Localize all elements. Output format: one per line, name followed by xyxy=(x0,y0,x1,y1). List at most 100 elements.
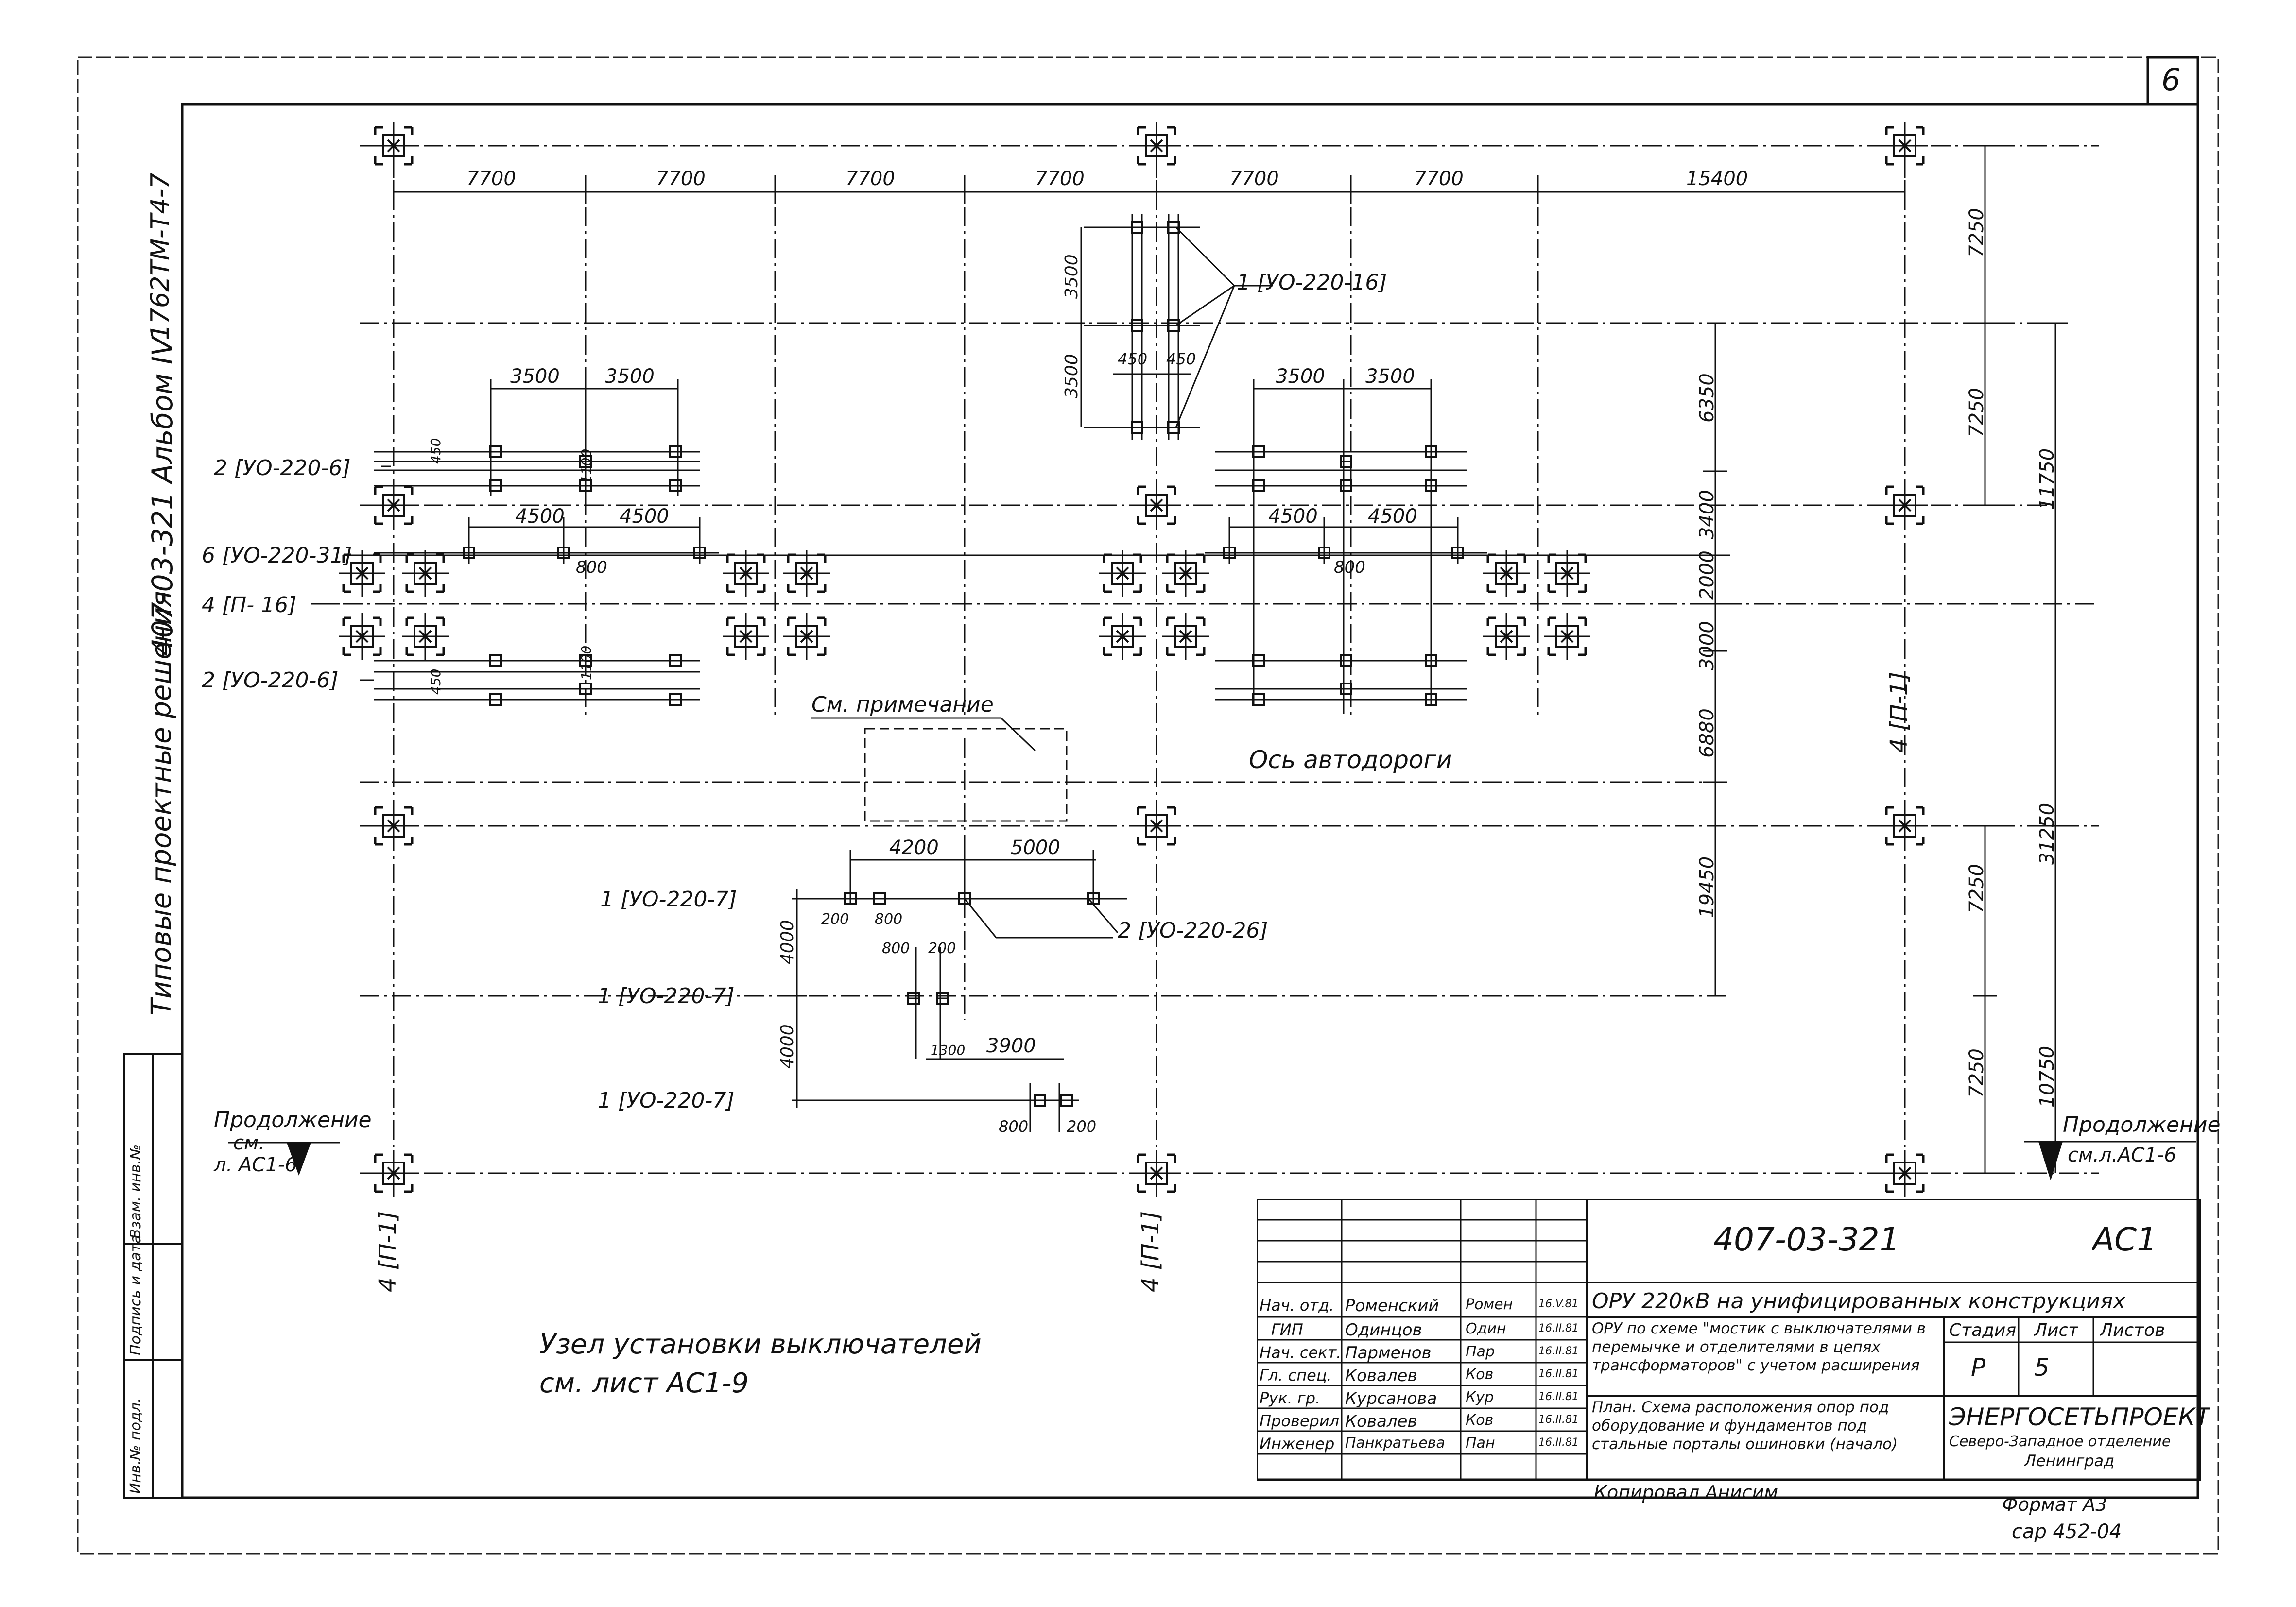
role-1: Нач. отд. xyxy=(1260,1296,1334,1315)
y16-dim-3: 450 xyxy=(1118,350,1148,368)
name-2: Одинцов xyxy=(1345,1320,1422,1340)
note-label: См. примечание xyxy=(811,692,994,717)
sign-1: Ромен xyxy=(1466,1296,1513,1313)
y16-dim-2: 3500 xyxy=(1062,354,1082,398)
sign-3: Пар xyxy=(1466,1343,1495,1360)
label-p-16: 4 [П- 16] xyxy=(202,593,297,617)
drawing-title: План. Схема расположения опор под оборуд… xyxy=(1592,1399,1898,1453)
inv-label-3: Взам. инв.№ xyxy=(127,1144,144,1239)
bottom-dim-200a: 200 xyxy=(821,911,849,928)
label-yo-220-6-bottom: 2 [УО-220-6] xyxy=(202,668,339,693)
bottom-dim-4200: 4200 xyxy=(889,837,939,859)
side-code: 1762ТМ-Т4-7 xyxy=(146,172,175,340)
left-dim-3500b: 3500 xyxy=(605,365,655,388)
sheet-header: Лист xyxy=(2034,1320,2079,1340)
bottom-dim-200c: 200 xyxy=(1067,1117,1097,1136)
doc-mark: АС1 xyxy=(2092,1221,2158,1258)
axis-label-1: 4 [П-1] xyxy=(374,1211,401,1292)
bottom-dim-4000a: 4000 xyxy=(777,920,797,964)
inv-label-2: Подпись и дата xyxy=(127,1234,144,1356)
small-dim-450b: 450 xyxy=(428,668,444,695)
sign-7: Пан xyxy=(1466,1435,1495,1452)
bottom-dim-800b: 800 xyxy=(882,940,910,957)
date-6: 16.II.81 xyxy=(1538,1414,1579,1426)
left-dim-3500a: 3500 xyxy=(510,365,560,388)
sheets-header: Листов xyxy=(2100,1320,2165,1340)
right-dim-3500b: 3500 xyxy=(1365,365,1415,388)
left-dim-4500a: 4500 xyxy=(515,505,565,528)
label-yo-220-7-b: 1 [УО-220-7] xyxy=(598,984,735,1009)
sign-6: Ков xyxy=(1466,1412,1494,1429)
sign-5: Кур xyxy=(1466,1389,1494,1406)
name-5: Курсанова xyxy=(1345,1389,1437,1408)
right-dim-13: 10750 xyxy=(2036,1045,2058,1108)
top-dim-2: 7700 xyxy=(656,168,706,190)
sign-4: Ков xyxy=(1466,1366,1494,1383)
top-dim-1: 7700 xyxy=(466,168,516,190)
role-4: Гл. спец. xyxy=(1260,1366,1332,1385)
object-name: ОРУ 220кВ на унифицированных конструкция… xyxy=(1592,1289,2126,1314)
top-dim-3: 7700 xyxy=(846,168,895,190)
role-2: ГИП xyxy=(1271,1320,1303,1339)
continuation-left-1: Продолжение xyxy=(214,1108,372,1132)
label-yo-220-31: 6 [УО-220-31] xyxy=(202,543,352,568)
bottom-dim-4000b: 4000 xyxy=(777,1024,797,1069)
right-dim-3: 11750 xyxy=(2036,448,2058,510)
label-yo-220-26: 2 [УО-220-26] xyxy=(1118,918,1268,943)
label-yo-220-6-top: 2 [УО-220-6] xyxy=(214,456,351,480)
side-series: Типовые проектные решения xyxy=(146,591,177,1015)
format-label: Формат А3 xyxy=(2002,1494,2107,1515)
date-3: 16.II.81 xyxy=(1538,1345,1579,1357)
role-7: Инженер xyxy=(1260,1435,1335,1453)
date-7: 16.II.81 xyxy=(1538,1436,1579,1449)
top-dim-6: 7700 xyxy=(1414,168,1464,190)
org-name: ЭНЕРГОСЕТЬПРОЕКТ xyxy=(1949,1403,2210,1431)
org-city: Ленинград xyxy=(2024,1452,2115,1470)
right-dim-12: 7250 xyxy=(1966,1048,1988,1098)
doc-code: 407-03-321 xyxy=(1713,1221,1900,1258)
stage-value: Р xyxy=(1971,1353,1986,1382)
date-1: 16.V.81 xyxy=(1538,1298,1579,1310)
top-dim-4: 7700 xyxy=(1035,168,1085,190)
label-yo-220-16: 1 [УО-220-16] xyxy=(1237,270,1387,295)
sheet-number: 6 xyxy=(2161,62,2181,98)
bottom-dim-1300: 1300 xyxy=(931,1042,966,1058)
left-dim-800: 800 xyxy=(576,558,607,577)
bottom-dim-800a: 800 xyxy=(875,911,903,928)
right-dim-3500a: 3500 xyxy=(1276,365,1325,388)
right-dim-9: 19450 xyxy=(1696,856,1718,918)
right-dim-4500a: 4500 xyxy=(1268,505,1318,528)
y16-dim-1: 3500 xyxy=(1062,254,1082,299)
name-4: Ковалев xyxy=(1345,1366,1417,1385)
top-dim-5: 7700 xyxy=(1229,168,1279,190)
continuation-right-1: Продолжение xyxy=(2063,1112,2221,1137)
continuation-left-3: л. АС1-6 xyxy=(214,1154,297,1176)
bottom-dim-800c: 800 xyxy=(999,1117,1029,1136)
org-branch: Северо-Западное отделение xyxy=(1949,1433,2171,1450)
right-dim-4: 6350 xyxy=(1696,373,1718,423)
right-dim-1: 7250 xyxy=(1966,208,1988,257)
node-note-2: см. лист АС1-9 xyxy=(539,1368,749,1399)
date-5: 16.II.81 xyxy=(1538,1391,1579,1403)
y16-dim-4: 450 xyxy=(1166,350,1196,368)
label-yo-220-7-a: 1 [УО-220-7] xyxy=(600,887,737,912)
bottom-dim-200b: 200 xyxy=(928,940,956,957)
left-dim-1100a: 1100 xyxy=(578,448,594,483)
left-dim-4500b: 4500 xyxy=(620,505,669,528)
bottom-dim-3900: 3900 xyxy=(986,1035,1036,1057)
right-dim-10: 31250 xyxy=(2036,803,2058,865)
right-dim-800: 800 xyxy=(1334,558,1365,577)
label-yo-220-7-c: 1 [УО-220-7] xyxy=(598,1088,735,1113)
continuation-left-2: см. xyxy=(233,1132,265,1154)
title-block-grid xyxy=(1257,1199,2201,1481)
order-number: сар 452-04 xyxy=(2012,1521,2122,1543)
axis-label-2: 4 [П-1] xyxy=(1137,1211,1164,1292)
name-6: Ковалев xyxy=(1345,1412,1417,1431)
top-dim-7: 15400 xyxy=(1686,168,1748,190)
title-block: 407-03-321 АС1 ОРУ 220кВ на унифицирован… xyxy=(1257,1199,2210,1500)
role-5: Рук. гр. xyxy=(1260,1389,1321,1407)
name-3: Парменов xyxy=(1345,1343,1432,1363)
right-dim-5: 3400 xyxy=(1696,490,1718,539)
right-dim-11: 7250 xyxy=(1966,864,1988,913)
